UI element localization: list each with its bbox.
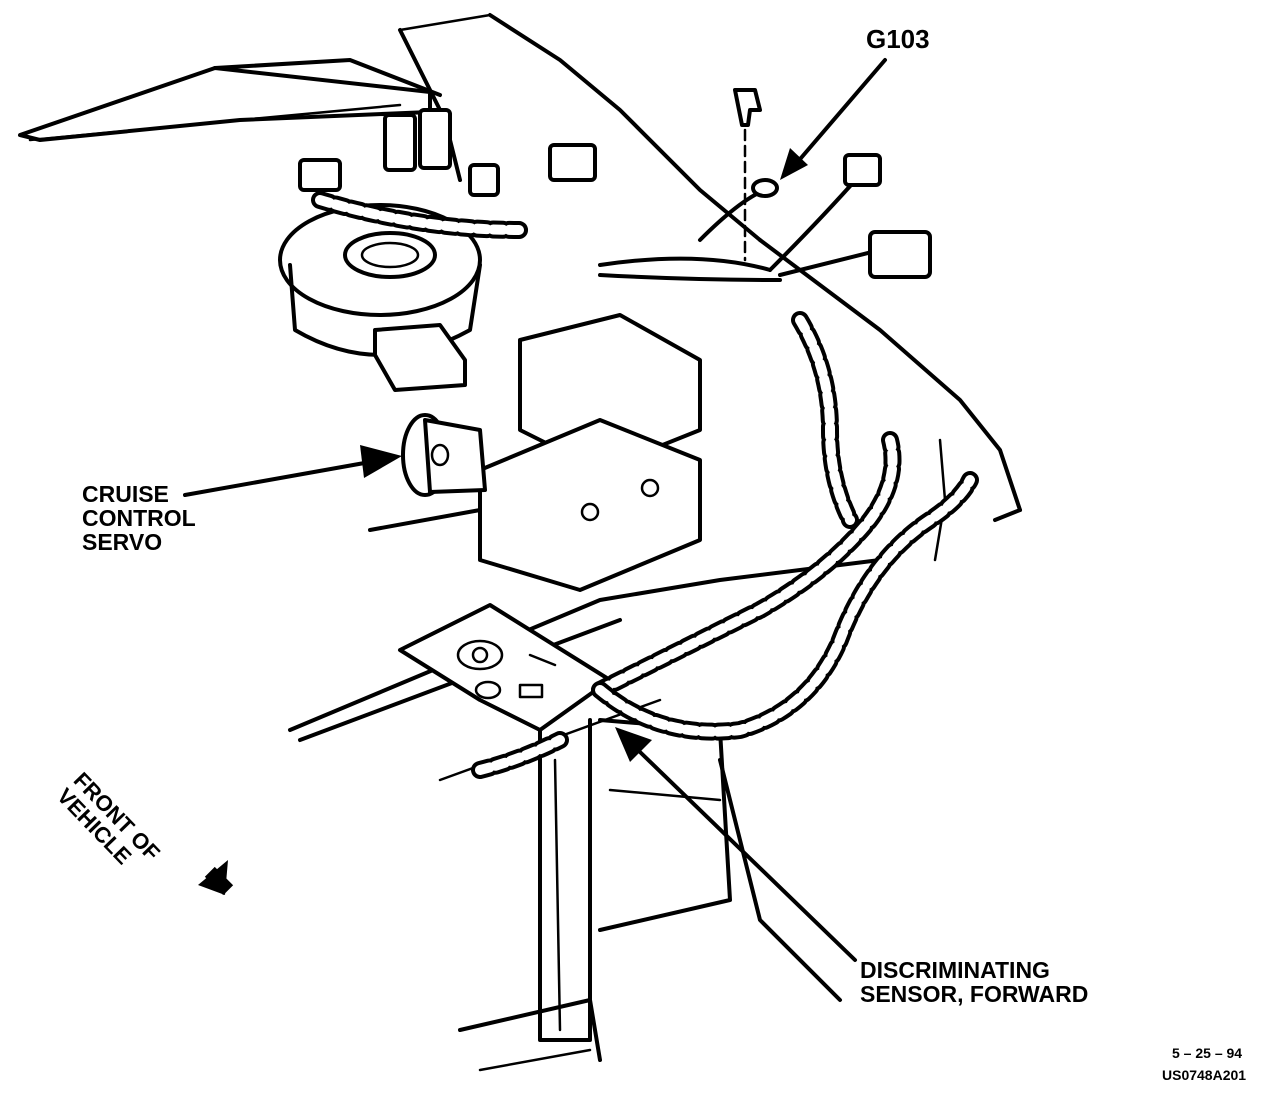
relay-block	[298, 108, 597, 197]
g103-label: G103	[866, 24, 930, 54]
mount-bracket	[373, 323, 467, 392]
battery	[478, 313, 702, 592]
figure-date: 5 – 25 – 94	[1172, 1045, 1243, 1061]
sensor-leader-line	[638, 750, 857, 962]
sensor-arrowhead	[615, 727, 652, 762]
g103-leader-line	[793, 58, 887, 167]
discriminating-sensor-label: DISCRIMINATING SENSOR, FORWARD	[860, 957, 1089, 1008]
cruise-control-servo-label: CRUISE CONTROL SERVO	[82, 481, 196, 556]
left-fender	[18, 58, 442, 142]
cowl-outline	[398, 13, 762, 242]
support-post	[458, 718, 842, 1072]
arrow-down-left-icon	[198, 860, 234, 896]
figure-code: US0748A201	[1162, 1067, 1247, 1083]
right-fender	[758, 238, 1022, 562]
g103-arrowhead	[780, 148, 808, 180]
wiring-harness	[311, 191, 979, 779]
cruise-arrowhead	[360, 445, 402, 478]
callout-arrows	[183, 58, 887, 962]
cruise-leader-line	[183, 460, 372, 497]
ground-wires	[598, 88, 932, 282]
sensor-mount-plate	[398, 603, 612, 732]
cruise-control-servo	[401, 413, 487, 497]
